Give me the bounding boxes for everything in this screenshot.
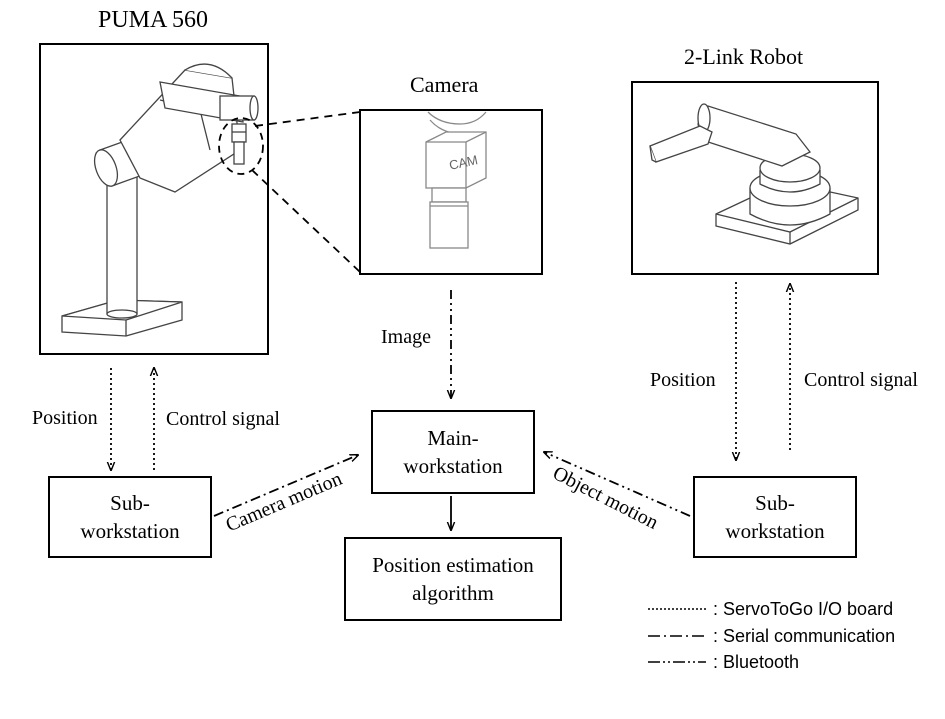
left-position-label: Position bbox=[32, 407, 98, 429]
object-motion-arrow bbox=[544, 452, 691, 517]
right-sub-workstation-label: Sub- workstation bbox=[725, 491, 825, 543]
right-sub-workstation-box: Sub- workstation bbox=[693, 476, 857, 558]
main-workstation-box: Main- workstation bbox=[371, 410, 535, 494]
main-workstation-label: Main- workstation bbox=[403, 426, 503, 478]
left-sub-workstation-box: Sub- workstation bbox=[48, 476, 212, 558]
two-link-frame bbox=[631, 81, 879, 275]
camera-motion-arrow bbox=[213, 455, 358, 517]
camera-zoom-circle bbox=[218, 117, 264, 175]
position-estimation-label: Position estimation algorithm bbox=[372, 553, 534, 605]
left-control-signal-label: Control signal bbox=[166, 408, 280, 430]
legend-servotogo-label: : ServoToGo I/O board bbox=[713, 599, 894, 619]
right-position-label: Position bbox=[650, 369, 716, 391]
camera-title: Camera bbox=[410, 72, 479, 97]
zoom-line-bottom bbox=[251, 169, 361, 273]
two-link-title: 2-Link Robot bbox=[684, 44, 804, 69]
two-link-robot-illustration bbox=[649, 103, 859, 245]
image-label: Image bbox=[381, 326, 431, 348]
puma-robot-illustration bbox=[61, 63, 259, 337]
zoom-line-top bbox=[254, 111, 361, 127]
camera-illustration bbox=[425, 111, 487, 249]
legend-serial-label: : Serial communication bbox=[713, 626, 896, 646]
right-control-signal-label: Control signal bbox=[804, 369, 918, 391]
legend-bluetooth-label: : Bluetooth bbox=[713, 652, 800, 672]
left-sub-workstation-label: Sub- workstation bbox=[80, 491, 180, 543]
puma-title: PUMA 560 bbox=[98, 7, 209, 33]
position-estimation-box: Position estimation algorithm bbox=[344, 537, 562, 621]
